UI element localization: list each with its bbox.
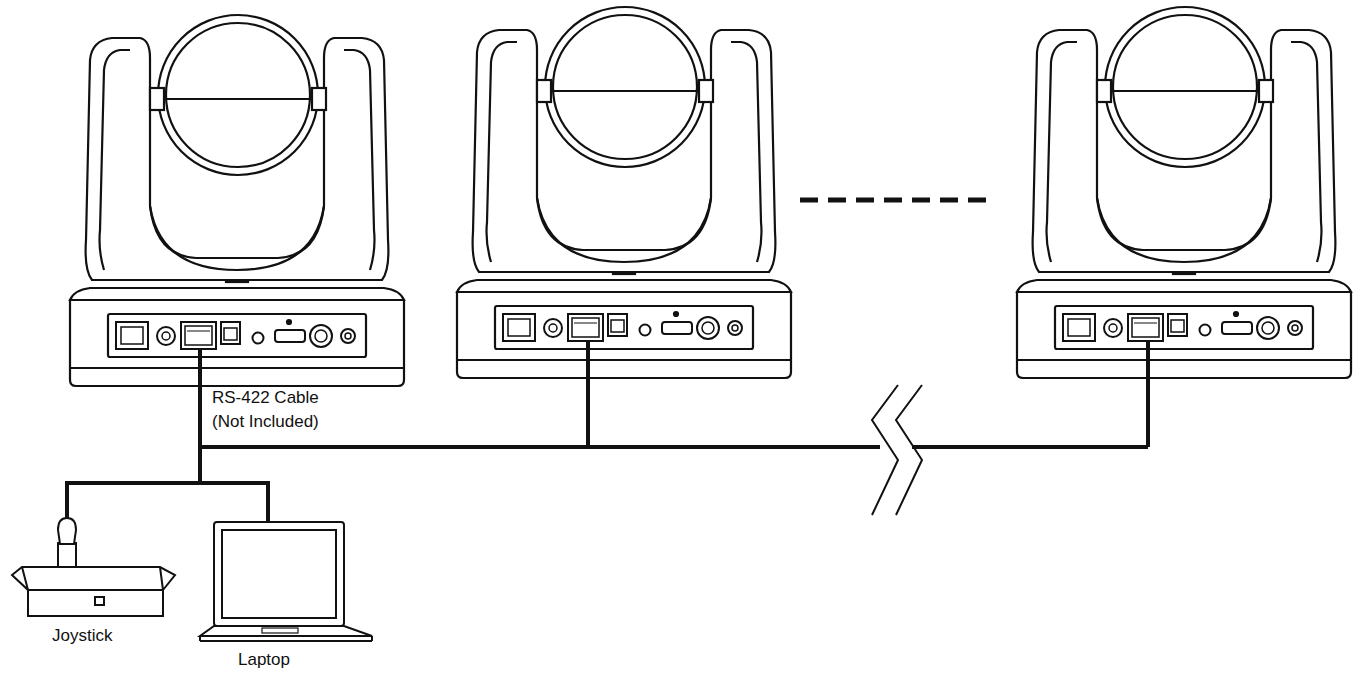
ptz-camera [457, 7, 791, 378]
device-label: Joystick [52, 624, 112, 648]
break-symbol [872, 385, 922, 515]
ptz-camera [1017, 7, 1351, 378]
joystick-controller [12, 518, 175, 616]
cable-note: RS-422 Cable (Not Included) [212, 386, 342, 434]
ptz-camera [70, 15, 404, 386]
continuation-dashes [800, 198, 996, 203]
laptop-computer [200, 522, 372, 641]
rs422-wiring [67, 341, 1148, 522]
device-label: Laptop [238, 648, 290, 672]
